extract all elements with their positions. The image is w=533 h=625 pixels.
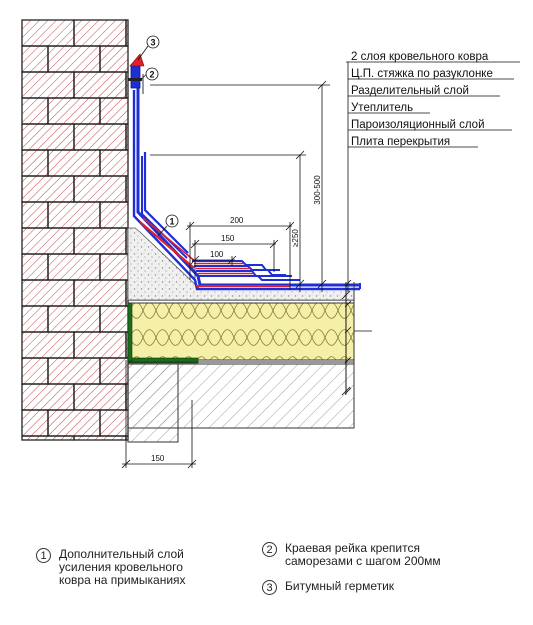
callout-1: 1 xyxy=(165,214,179,228)
label-separating-layer: Разделительный слой xyxy=(351,85,469,97)
leader-lines xyxy=(137,45,520,395)
dim-300-500: 300-500 xyxy=(313,175,322,205)
label-insulation: Утеплитель xyxy=(351,102,413,114)
dimension-lines xyxy=(121,80,351,469)
dim-150-bottom: 150 xyxy=(151,454,165,463)
floor-slab xyxy=(127,363,355,443)
legend-number-2: 2 xyxy=(262,542,277,557)
label-floor-slab: Плита перекрытия xyxy=(351,136,450,148)
legend-item-2: 2 Краевая рейка крепится саморезами с ша… xyxy=(262,542,441,568)
vapor-barrier xyxy=(127,302,354,364)
legend-number-1: 1 xyxy=(36,548,51,563)
layer-labels: 2 слоя кровельного ковра Ц.П. стяжка по … xyxy=(351,51,493,148)
callout-3: 3 xyxy=(146,35,160,49)
reinforcement-layer xyxy=(139,217,290,287)
label-screed: Ц.П. стяжка по разуклонке xyxy=(351,68,493,80)
dim-150-top: 150 xyxy=(221,234,235,243)
overlap-strips xyxy=(192,260,300,281)
bitumen-sealant xyxy=(129,53,145,67)
legend-text-2: Краевая рейка крепится саморезами с шаго… xyxy=(285,541,441,568)
edge-rail xyxy=(128,65,144,94)
legend-text-1: Дополнительный слой усиления кровельного… xyxy=(59,547,186,587)
label-roofing-carpet: 2 слоя кровельного ковра xyxy=(351,51,489,63)
svg-text:2: 2 xyxy=(149,70,154,80)
legend-text-3: Битумный герметик xyxy=(285,579,395,593)
legend-number-3: 3 xyxy=(262,580,277,595)
svg-text:1: 1 xyxy=(169,217,174,227)
dim-100: 100 xyxy=(210,250,224,259)
insulation-layer xyxy=(127,302,355,361)
legend-item-1: 1 Дополнительный слой усиления кровельно… xyxy=(36,548,186,587)
svg-text:3: 3 xyxy=(150,38,155,48)
callout-2: 2 xyxy=(145,67,159,81)
brick-wall xyxy=(21,19,129,441)
dim-250: ≥250 xyxy=(291,229,300,247)
legend-item-3: 3 Битумный герметик xyxy=(262,580,394,595)
label-vapor-barrier: Пароизоляционный слой xyxy=(351,119,485,131)
dim-200: 200 xyxy=(230,216,244,225)
